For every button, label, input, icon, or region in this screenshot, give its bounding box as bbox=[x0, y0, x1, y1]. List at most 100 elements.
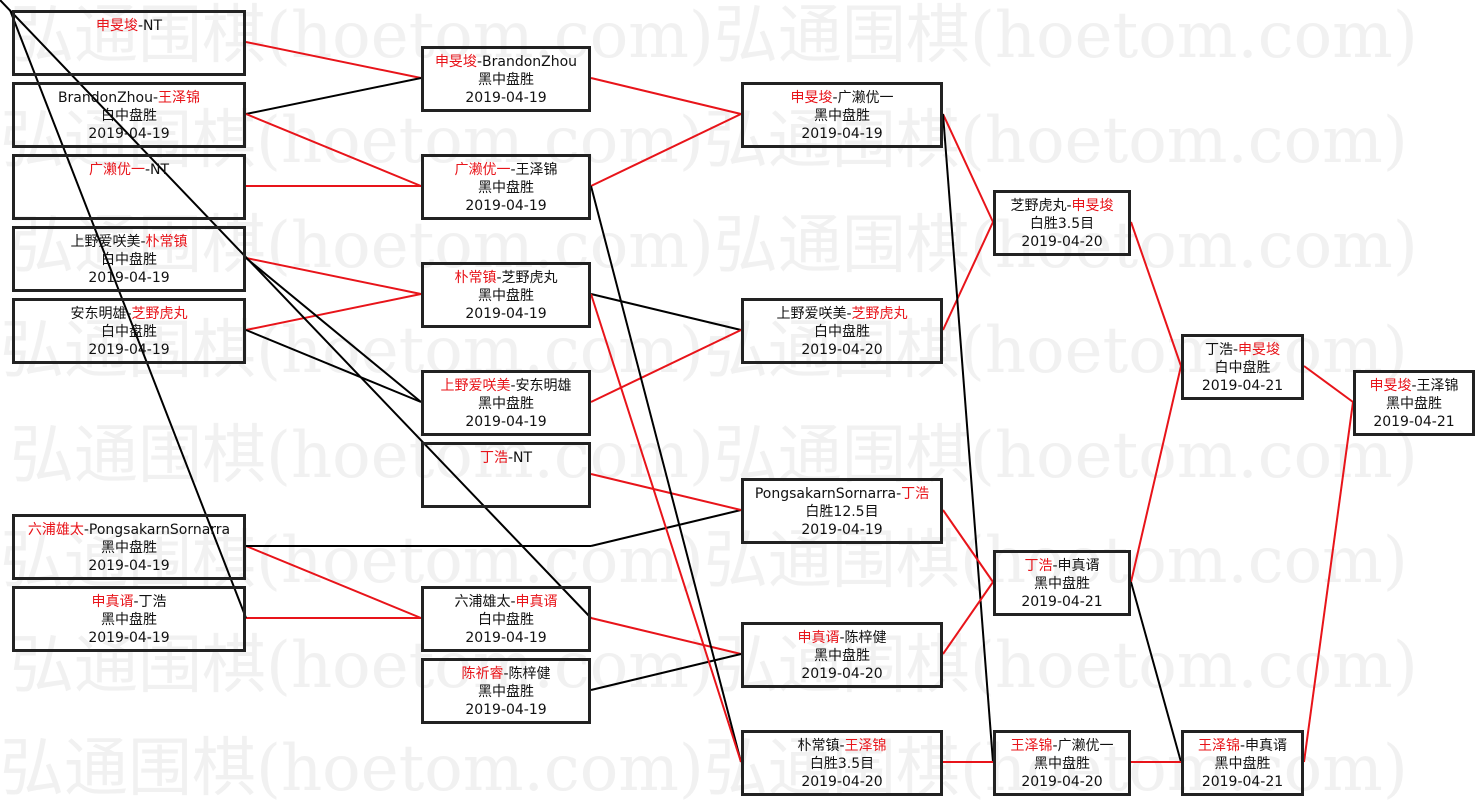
player-b: NT bbox=[513, 450, 533, 466]
separator: - bbox=[839, 630, 845, 646]
match-box[interactable]: 申旻埈-NT bbox=[12, 10, 246, 76]
separator: - bbox=[144, 162, 151, 178]
match-date: 2019-04-20 bbox=[801, 774, 883, 790]
watermark: 弘通围棋(hoetom.com)弘通围棋(hoetom.com) bbox=[0, 314, 1408, 388]
player-a: PongsakarnSornarra bbox=[754, 486, 897, 502]
watermark: 弘通围棋(hoetom.com)弘通围棋(hoetom.com) bbox=[0, 524, 1408, 598]
match-date: 2019-04-21 bbox=[1201, 378, 1284, 394]
player-a: 申真谞 bbox=[797, 630, 840, 646]
player-a: 王泽锦 bbox=[1197, 738, 1240, 754]
player-a: 申旻埈 bbox=[434, 54, 477, 70]
match-date: 2019-04-19 bbox=[88, 630, 170, 646]
player-b: 安东明雄 bbox=[515, 378, 572, 394]
match-date: 2019-04-21 bbox=[1021, 594, 1103, 610]
player-a: 朴常镇 bbox=[797, 738, 840, 754]
separator: - bbox=[839, 738, 845, 754]
match-players: 申旻埈-广濑优一 bbox=[744, 89, 940, 107]
separator: - bbox=[503, 666, 509, 682]
match-date: 2019-04-19 bbox=[88, 270, 170, 286]
match-result: 黑中盘胜 bbox=[1034, 576, 1090, 592]
match-box[interactable]: 广濑优一-NT bbox=[12, 154, 246, 220]
separator: - bbox=[137, 18, 144, 34]
player-b: 申真谞 bbox=[515, 594, 558, 610]
separator: - bbox=[1066, 198, 1072, 214]
match-players: 上野爱咲美-安东明雄 bbox=[424, 377, 588, 395]
separator: - bbox=[140, 234, 146, 250]
match-result: 白胜3.5目 bbox=[809, 756, 875, 772]
loser-connector bbox=[590, 293, 742, 331]
player-b: 陈梓健 bbox=[844, 630, 887, 646]
match-players: 陈祈睿-陈梓健 bbox=[424, 665, 588, 683]
match-date: 2019-04-21 bbox=[1201, 774, 1284, 790]
match-players: PongsakarnSornarra-丁浩 bbox=[744, 485, 940, 503]
match-result: 黑中盘胜 bbox=[478, 396, 534, 412]
match-box[interactable]: 申真谞-丁浩黑中盘胜 2019-04-19 bbox=[12, 586, 246, 652]
player-a: 广濑优一 bbox=[88, 162, 145, 178]
loser-connector bbox=[245, 329, 422, 403]
player-b: 芝野虎丸 bbox=[851, 306, 908, 322]
match-players: BrandonZhou-王泽锦 bbox=[15, 89, 243, 107]
player-b: PongsakarnSornarra bbox=[88, 522, 231, 538]
player-b: 朴常镇 bbox=[145, 234, 188, 250]
match-box[interactable]: 申旻埈-王泽锦黑中盘胜 2019-04-21 bbox=[1353, 370, 1475, 436]
player-b: 丁浩 bbox=[901, 486, 930, 502]
watermark: 弘通围棋(hoetom.com)弘通围棋(hoetom.com) bbox=[0, 104, 1408, 178]
loser-connector bbox=[0, 0, 592, 619]
match-players: 申旻埈-王泽锦 bbox=[1356, 377, 1472, 395]
match-players: 广濑优一-NT bbox=[15, 161, 243, 179]
match-date: 2019-04-19 bbox=[465, 306, 547, 322]
player-b: 广濑优一 bbox=[1057, 738, 1114, 754]
match-players: 上野爱咲美-朴常镇 bbox=[15, 233, 243, 251]
player-b: 申真谞 bbox=[1057, 558, 1100, 574]
player-a: 朴常镇 bbox=[454, 270, 497, 286]
winner-connector bbox=[590, 293, 742, 763]
player-b: 王泽锦 bbox=[515, 162, 558, 178]
loser-connector bbox=[245, 77, 422, 115]
separator: - bbox=[1239, 738, 1246, 754]
match-date: 2019-04-19 bbox=[465, 702, 547, 718]
match-date: 2019-04-19 bbox=[88, 126, 170, 142]
player-a: 广濑优一 bbox=[454, 162, 511, 178]
winner-connector bbox=[1130, 221, 1182, 367]
match-result: 黑中盘胜 bbox=[478, 72, 534, 88]
player-b: NT bbox=[143, 18, 163, 34]
match-result: 黑中盘胜 bbox=[1386, 396, 1442, 412]
player-a: 丁浩 bbox=[479, 450, 508, 466]
match-result: 白胜12.5目 bbox=[805, 504, 879, 520]
match-players: 申真谞-丁浩 bbox=[15, 593, 243, 611]
match-box[interactable]: 丁浩-NT bbox=[421, 442, 591, 508]
player-b: 王泽锦 bbox=[1416, 378, 1459, 394]
separator: - bbox=[510, 378, 516, 394]
match-box[interactable]: 朴常镇-王泽锦白胜3.5目 2019-04-20 bbox=[741, 730, 943, 796]
winner-connector bbox=[245, 113, 422, 187]
loser-connector bbox=[590, 185, 742, 763]
loser-connector bbox=[245, 257, 422, 403]
separator: - bbox=[1411, 378, 1417, 394]
separator: - bbox=[1052, 738, 1058, 754]
separator: - bbox=[510, 162, 516, 178]
match-players: 六浦雄太-申真谞 bbox=[424, 593, 588, 611]
separator: - bbox=[133, 594, 139, 610]
match-result: 黑中盘胜 bbox=[101, 612, 157, 628]
match-players: 朴常镇-王泽锦 bbox=[744, 737, 940, 755]
match-date: 2019-04-21 bbox=[1373, 414, 1455, 430]
